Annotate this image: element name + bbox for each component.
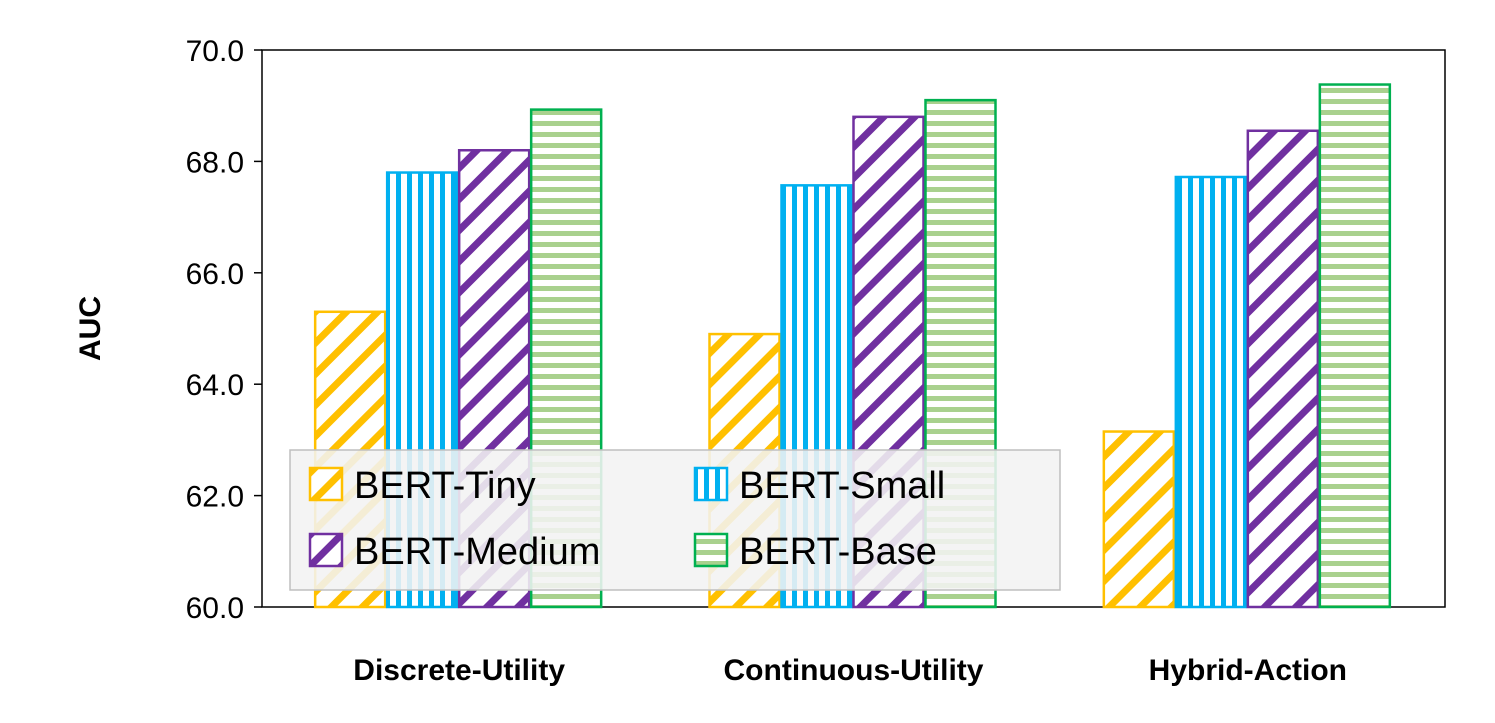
bar-bert-medium-hybrid-action — [1246, 129, 1320, 609]
y-axis: 60.0 62.0 64.0 66.0 68.0 70.0 — [186, 35, 262, 625]
legend-label: BERT-Base — [739, 531, 937, 573]
legend-label: BERT-Tiny — [354, 465, 536, 507]
x-axis: Discrete-Utility Continuous-Utility Hybrid… — [353, 654, 1347, 687]
bars-group — [313, 83, 1392, 609]
x-category-label: Continuous-Utility — [724, 654, 984, 687]
y-tick-label: 60.0 — [186, 592, 244, 625]
bar-bert-small-hybrid-action — [1174, 175, 1248, 609]
y-tick-label: 62.0 — [186, 481, 244, 514]
bar-bert-base-hybrid-action — [1318, 83, 1392, 609]
y-tick-label: 64.0 — [186, 369, 244, 402]
y-tick-label: 68.0 — [186, 146, 244, 179]
x-category-label: Discrete-Utility — [353, 654, 565, 687]
legend-box — [289, 449, 1061, 591]
legend-label: BERT-Small — [739, 465, 945, 507]
legend-swatch — [308, 466, 344, 502]
legend-swatch — [693, 532, 729, 568]
legend-swatch — [308, 532, 344, 568]
y-tick-label: 70.0 — [186, 35, 244, 68]
y-axis-title: AUC — [74, 296, 107, 361]
x-category-label: Hybrid-Action — [1149, 654, 1347, 687]
legend-swatch — [693, 466, 729, 502]
legend-label: BERT-Medium — [354, 531, 600, 573]
y-tick-label: 66.0 — [186, 258, 244, 291]
bar-bert-tiny-hybrid-action — [1102, 430, 1176, 609]
